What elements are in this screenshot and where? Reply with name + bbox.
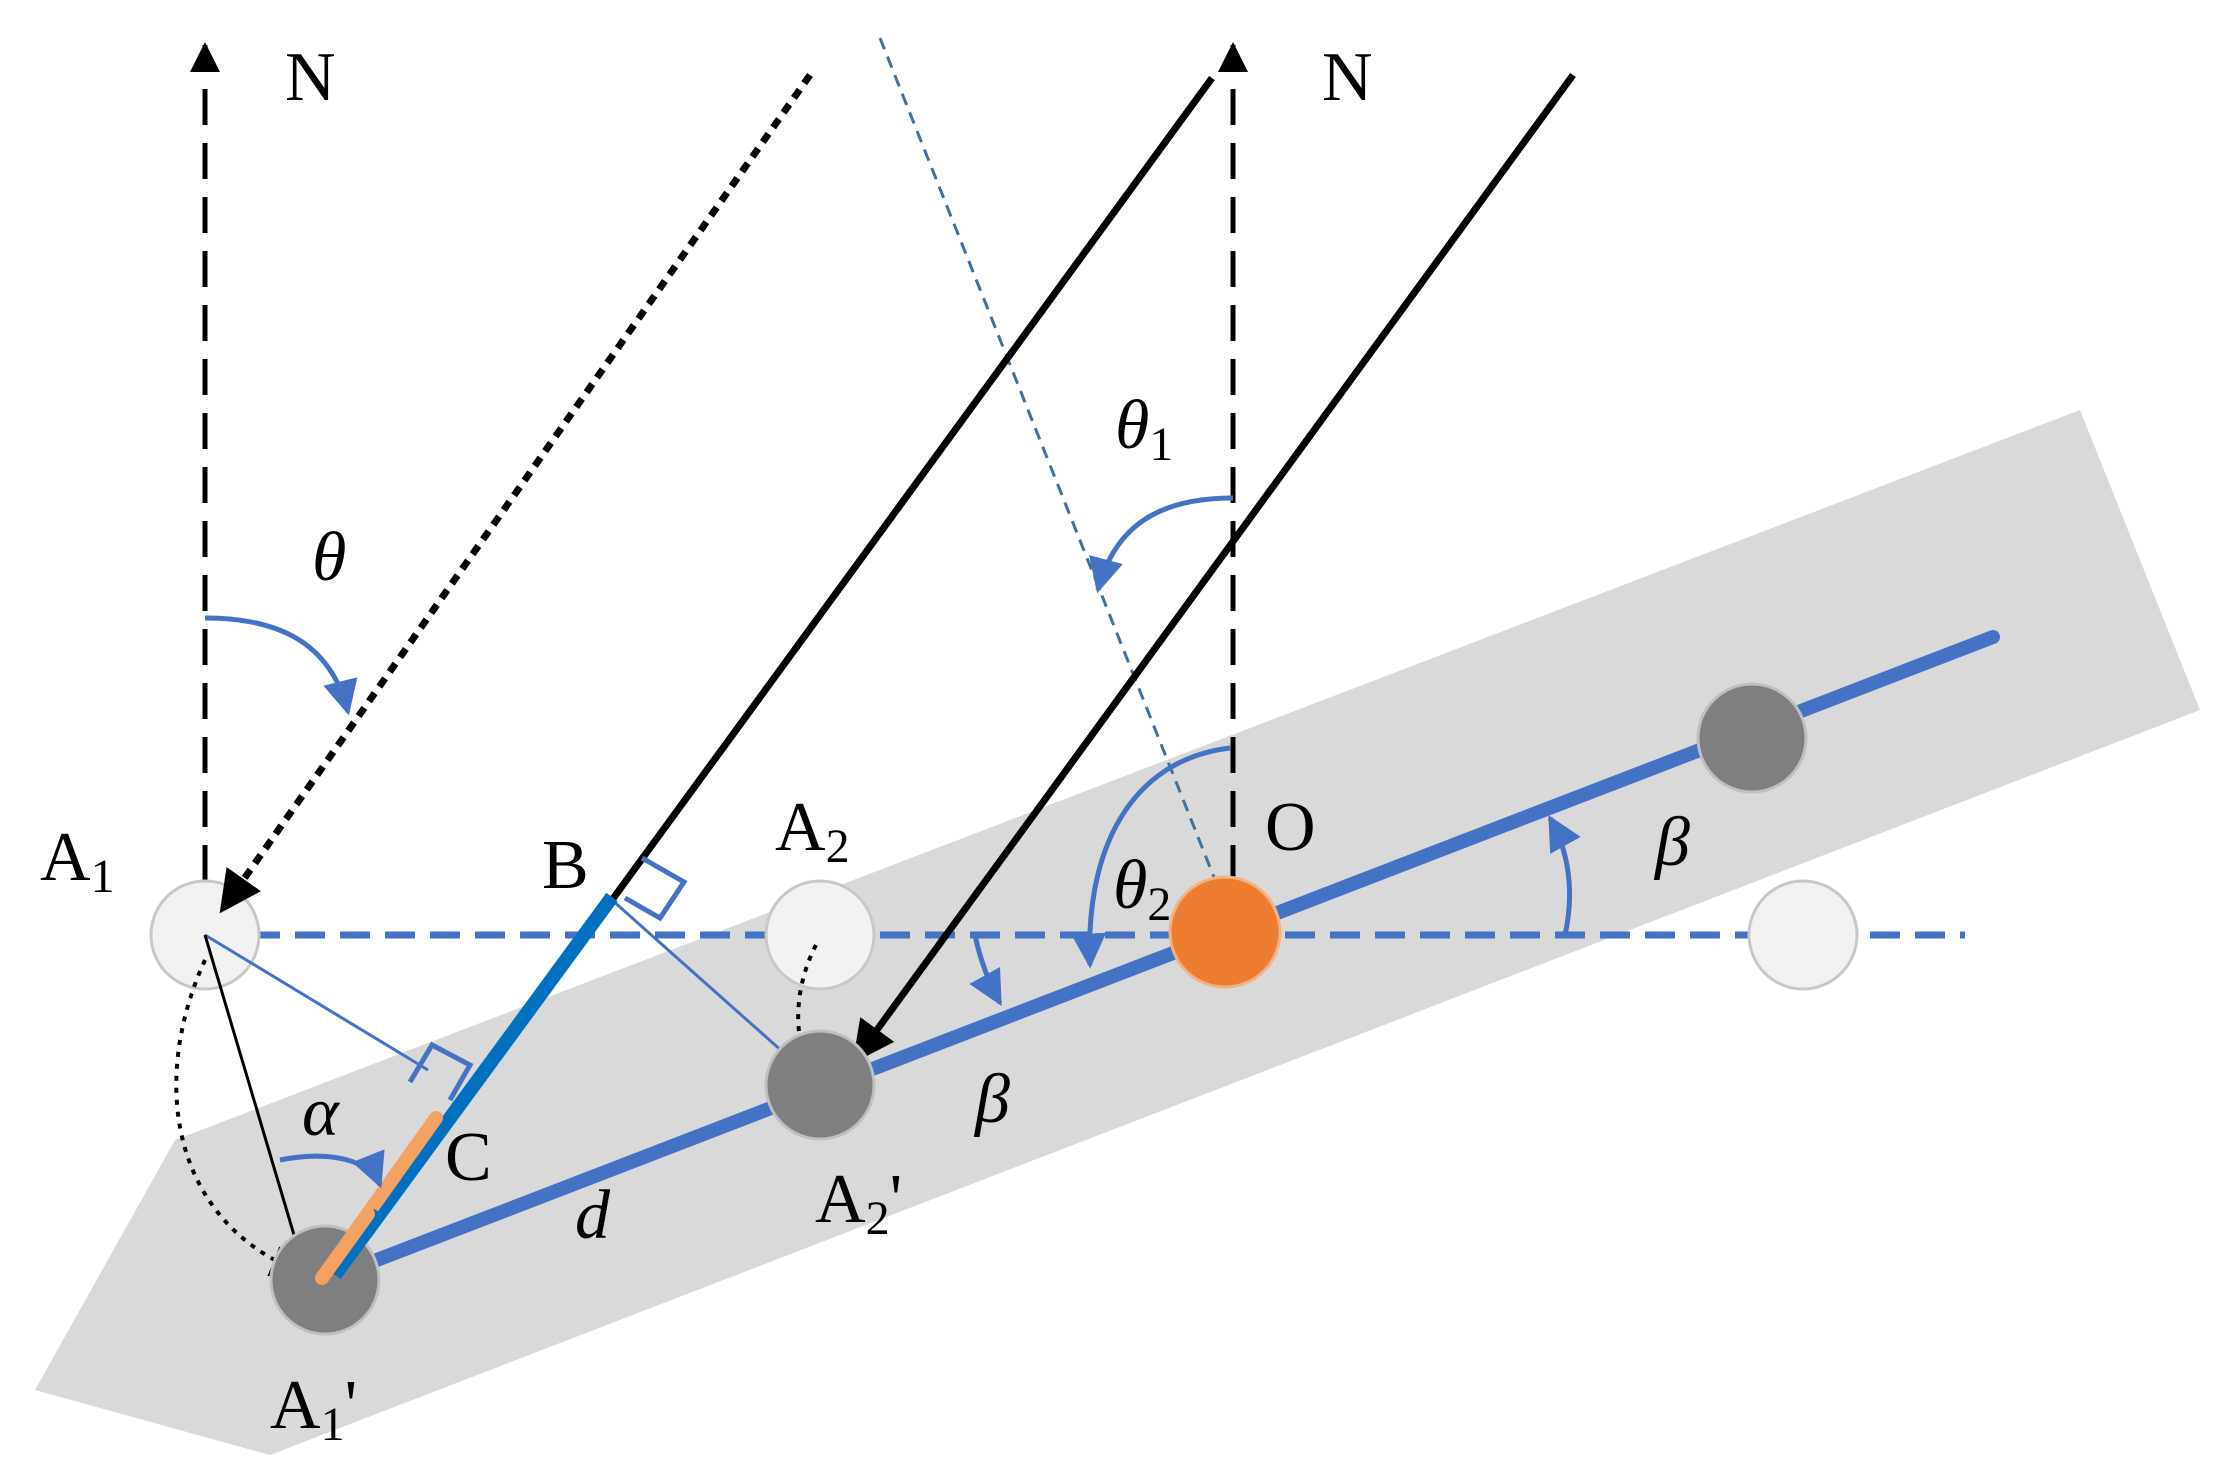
- arc-theta2: [1071, 745, 1231, 969]
- arrow-a1-to-a1prime: [203, 934, 311, 1275]
- segment-orange-front: [315, 1207, 375, 1285]
- arc-theta: [204, 615, 358, 716]
- segment-bc-front: [329, 1208, 386, 1280]
- arc-beta-upper: [1547, 814, 1581, 936]
- right-angle-b: [623, 855, 688, 922]
- ray-o-arrow: [852, 72, 1576, 1064]
- right-angle-c: [407, 1041, 474, 1102]
- arc-alpha: [279, 1149, 385, 1189]
- circle-a2-prime: [764, 1029, 876, 1141]
- arc-beta-lower: [969, 934, 1003, 1007]
- label-north-left: N: [285, 39, 336, 116]
- ray-b: [609, 75, 1215, 903]
- label-o: O: [1265, 789, 1316, 866]
- label-beta-upper: β: [1653, 804, 1690, 881]
- circle-a2: [764, 879, 876, 991]
- label-theta2: θ2: [1113, 847, 1171, 931]
- label-a1: A1: [40, 819, 115, 903]
- circle-o: [1168, 875, 1282, 989]
- perp-a1-c: [204, 933, 429, 1072]
- label-d: d: [575, 1177, 611, 1254]
- label-theta1: θ1: [1115, 387, 1173, 471]
- circle-right-gray: [1696, 682, 1808, 794]
- label-beta-lower: β: [973, 1061, 1010, 1138]
- label-alpha: α: [302, 1074, 340, 1151]
- label-north-right: N: [1322, 39, 1373, 116]
- label-c: C: [445, 1119, 492, 1196]
- circle-right-light: [1747, 879, 1859, 991]
- label-a2: A2: [775, 789, 850, 873]
- label-theta: θ: [312, 519, 346, 596]
- dotted-arc-a1: [174, 959, 303, 1277]
- label-a2-prime: A2': [815, 1161, 902, 1245]
- dotted-ray: [219, 72, 813, 914]
- thin-dashed-line: [878, 37, 1237, 931]
- label-a1-prime: A1': [270, 1367, 357, 1451]
- segment-bc: [329, 892, 618, 1280]
- label-b: B: [542, 827, 589, 904]
- arc-theta1: [1089, 495, 1234, 594]
